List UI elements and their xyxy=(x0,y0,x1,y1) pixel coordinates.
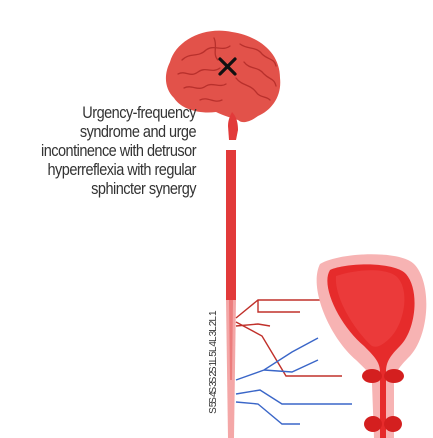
segment-label-l3: L3 xyxy=(208,330,219,342)
condition-description: Urgency-frequency syndrome and urge inco… xyxy=(24,104,196,199)
spinal-cord-upper xyxy=(226,150,236,300)
description-line: Urgency-frequency xyxy=(24,104,196,123)
pudendal-nerve xyxy=(236,390,352,404)
description-line: syndrome and urge xyxy=(24,123,196,142)
segment-label-l4: L4 xyxy=(208,341,219,353)
segment-label-s5: S5 xyxy=(208,401,219,414)
segment-label-l1: L1 xyxy=(208,310,219,322)
description-line: incontinence with detrusor xyxy=(24,142,196,161)
parasympathetic-nerve xyxy=(236,338,318,380)
bladder xyxy=(317,254,427,438)
description-line: sphincter synergy xyxy=(24,180,196,199)
segment-label-l5: L5 xyxy=(208,351,219,363)
segment-label-l2: L2 xyxy=(208,320,219,332)
description-line: hyperreflexia with regular xyxy=(24,161,196,180)
internal-sphincter xyxy=(362,369,382,383)
sympathetic-nerve xyxy=(236,292,330,318)
external-sphincter xyxy=(364,416,382,432)
spinal-cord xyxy=(226,150,236,438)
